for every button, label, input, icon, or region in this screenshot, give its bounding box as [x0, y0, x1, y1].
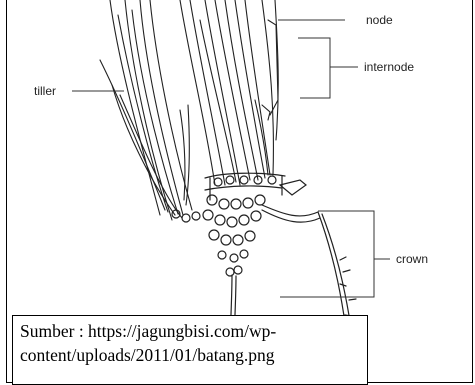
internode-label: internode [364, 61, 414, 73]
caption-line-1: Sumber : https://jagungbisi.com/wp- [20, 319, 361, 343]
node-label: node [366, 14, 393, 26]
crown-bracket [280, 211, 374, 297]
internode-bracket [298, 38, 330, 98]
crown-label: crown [396, 253, 428, 265]
main-stalk [180, 0, 278, 185]
tiller-shoot [100, 0, 192, 220]
source-caption: Sumber : https://jagungbisi.com/wp- cont… [12, 315, 368, 385]
tiller-label: tiller [34, 85, 56, 97]
crown-cluster [172, 173, 306, 276]
caption-line-2: content/uploads/2011/01/batang.png [20, 343, 361, 367]
